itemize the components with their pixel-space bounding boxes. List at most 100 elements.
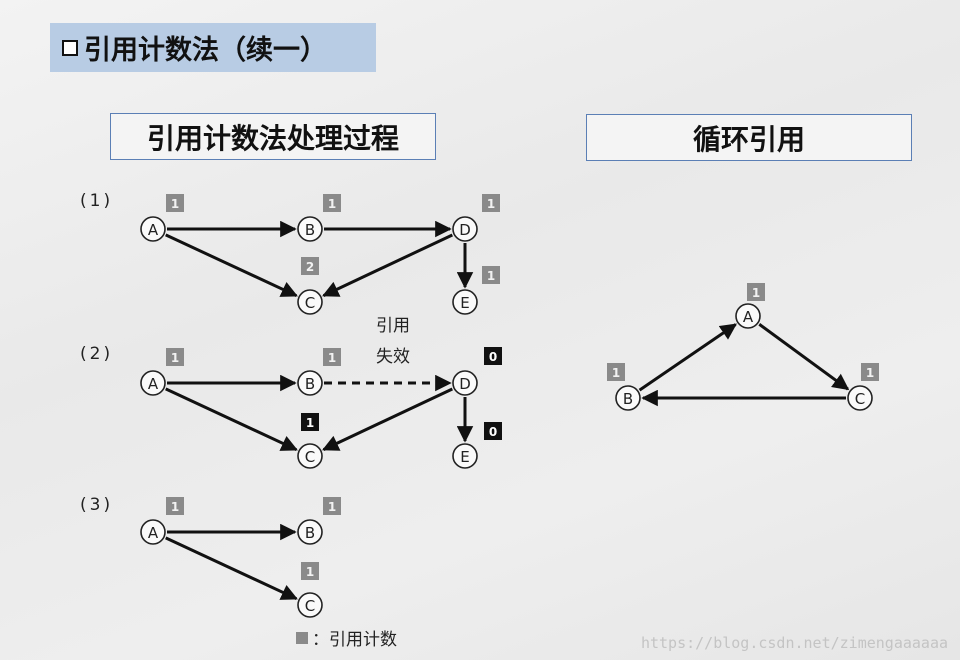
- step-3-label: (3): [80, 495, 113, 515]
- ref-count-value: 1: [487, 197, 495, 211]
- node-label: B: [305, 375, 315, 393]
- edge-cB-cA: [638, 323, 737, 392]
- node-label: C: [305, 294, 315, 312]
- ref-count-badge: [323, 497, 341, 515]
- ref-count-value: 1: [171, 500, 179, 514]
- node-circle: [140, 216, 166, 242]
- edge-s1A-s1C: [165, 233, 298, 298]
- node-circle: [297, 370, 323, 396]
- ref-count-value: 2: [306, 260, 314, 274]
- ref-count-value: 0: [489, 425, 497, 439]
- node-circle: [140, 519, 166, 545]
- ref-count-badge: [861, 363, 879, 381]
- ref-count-badge: [166, 194, 184, 212]
- ref-count-badge: [166, 497, 184, 515]
- ref-count-value: 1: [866, 366, 874, 380]
- node-cC: C1: [847, 363, 879, 411]
- ref-count-value: 1: [171, 197, 179, 211]
- slide-title: 引用计数法（续一）: [84, 35, 327, 66]
- node-cB: B1: [607, 363, 641, 411]
- node-circle: [297, 289, 323, 315]
- node-label: C: [855, 390, 865, 408]
- node-label: D: [459, 375, 471, 393]
- node-circle: [452, 370, 478, 396]
- ref-count-value: 1: [171, 351, 179, 365]
- node-s3B: B1: [297, 497, 341, 545]
- node-label: B: [623, 390, 633, 408]
- step-1-label: (1): [80, 191, 113, 211]
- node-cA: A1: [735, 283, 765, 329]
- ref-count-value: 1: [328, 197, 336, 211]
- ref-count-value: 1: [487, 269, 495, 283]
- annotation-line-2: 失效: [376, 347, 410, 367]
- node-label: A: [148, 375, 159, 393]
- legend-swatch: [296, 632, 308, 644]
- node-s3A: A1: [140, 497, 184, 545]
- ref-count-value: 1: [612, 366, 620, 380]
- ref-count-badge: [301, 413, 319, 431]
- node-s2B: B1: [297, 348, 341, 396]
- ref-count-value: 1: [328, 500, 336, 514]
- node-circle: [297, 519, 323, 545]
- heading-circular-reference: 循环引用: [586, 114, 912, 161]
- edges: [165, 220, 850, 601]
- ref-count-badge: [323, 194, 341, 212]
- step-2-label: (2): [80, 344, 113, 364]
- ref-count-badge: [607, 363, 625, 381]
- node-s1C: C2: [297, 257, 323, 315]
- edge-s3A-s3C: [165, 536, 298, 601]
- node-s1A: A1: [140, 194, 184, 242]
- node-label: C: [305, 597, 315, 615]
- node-s2D: D0: [452, 347, 502, 396]
- checkbox-bullet-icon: [62, 39, 78, 56]
- node-label: E: [460, 294, 469, 312]
- ref-count-badge: [747, 283, 765, 301]
- node-circle: [297, 592, 323, 618]
- node-label: E: [460, 448, 469, 466]
- node-circle: [847, 385, 873, 411]
- legend-label: ：引用计数: [312, 630, 397, 650]
- node-circle: [452, 216, 478, 242]
- node-circle: [615, 385, 641, 411]
- ref-count-badge: [166, 348, 184, 366]
- watermark: https://blog.csdn.net/zimengaaaaaa: [640, 634, 948, 652]
- node-s3C: C1: [297, 562, 323, 618]
- node-circle: [297, 443, 323, 469]
- annotation-line-1: 引用: [376, 316, 410, 336]
- node-s1E: E1: [452, 266, 500, 315]
- node-label: A: [743, 308, 754, 326]
- ref-count-badge: [484, 422, 502, 440]
- node-circle: [735, 303, 761, 329]
- node-circle: [452, 443, 478, 469]
- edge-s1D-s1C: [322, 233, 453, 297]
- node-label: A: [148, 221, 159, 239]
- edge-cA-cC: [758, 323, 850, 391]
- ref-count-value: 1: [306, 416, 314, 430]
- edge-s2D-s2C: [322, 387, 453, 451]
- ref-count-badge: [323, 348, 341, 366]
- node-s2A: A1: [140, 348, 184, 396]
- node-circle: [140, 370, 166, 396]
- ref-count-badge: [484, 347, 502, 365]
- node-s2E: E0: [452, 422, 502, 469]
- node-label: B: [305, 524, 315, 542]
- node-circle: [297, 216, 323, 242]
- node-label: B: [305, 221, 315, 239]
- node-label: D: [459, 221, 471, 239]
- node-label: C: [305, 448, 315, 466]
- edge-s2A-s2C: [165, 387, 298, 452]
- heading-process: 引用计数法处理过程: [110, 113, 436, 160]
- ref-count-value: 0: [489, 350, 497, 364]
- node-s1D: D1: [452, 194, 500, 242]
- ref-count-value: 1: [306, 565, 314, 579]
- ref-count-value: 1: [752, 286, 760, 300]
- ref-count-value: 1: [328, 351, 336, 365]
- node-s1B: B1: [297, 194, 341, 242]
- ref-count-badge: [301, 257, 319, 275]
- node-label: A: [148, 524, 159, 542]
- ref-count-badge: [482, 266, 500, 284]
- slide-title-bar: 引用计数法（续一）: [50, 23, 376, 72]
